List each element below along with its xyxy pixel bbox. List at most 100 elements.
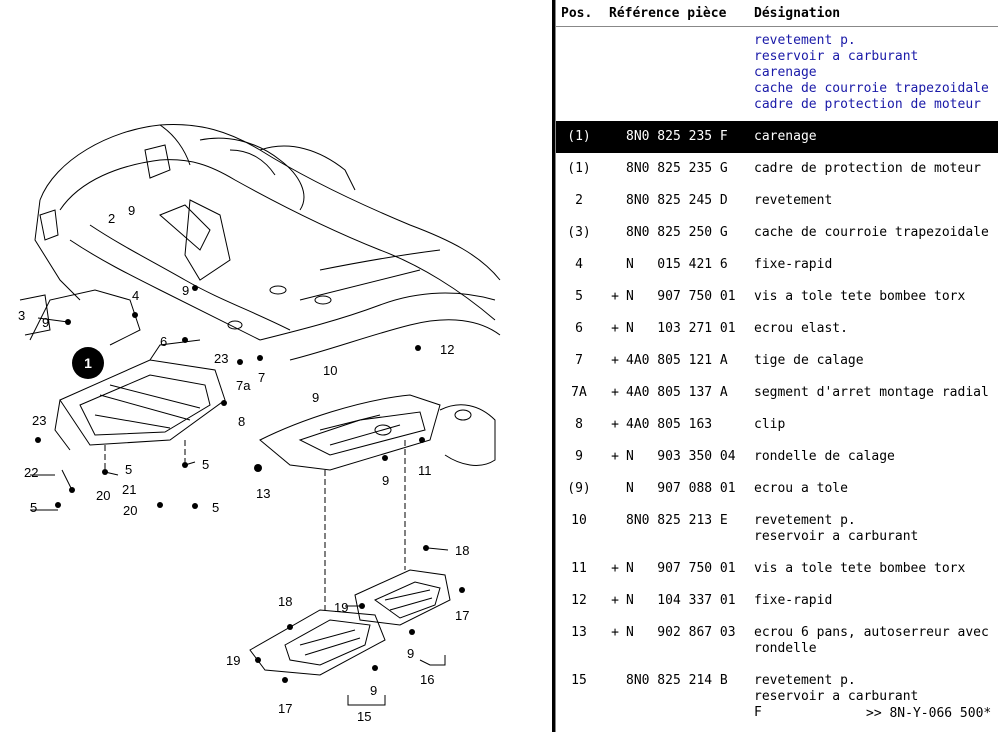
svg-text:16: 16	[420, 672, 434, 687]
part-designation: ecrou elast.	[754, 321, 848, 336]
svg-text:9: 9	[128, 203, 135, 218]
part-pos: 10	[571, 513, 587, 528]
svg-text:20: 20	[123, 503, 137, 518]
part-reference: N 907 750 01	[626, 561, 736, 576]
svg-text:9: 9	[42, 315, 49, 330]
more-link[interactable]: >> 8N-Y-066 500*	[866, 706, 992, 721]
part-flag: +	[611, 289, 619, 304]
svg-text:5: 5	[202, 457, 209, 472]
svg-text:19: 19	[226, 653, 240, 668]
parts-list-pane: Pos. Référence pièce Désignation revetem…	[555, 0, 998, 732]
part-designation: segment d'arret montage radial	[754, 385, 989, 400]
part-flag: +	[611, 385, 619, 400]
part-pos: 13	[571, 625, 587, 640]
svg-text:23: 23	[32, 413, 46, 428]
svg-text:5: 5	[125, 462, 132, 477]
part-reference: 8N0 825 235 G	[626, 161, 728, 176]
car-body-outline	[19, 124, 501, 466]
callout-1-badge	[72, 347, 104, 379]
part-flag: +	[611, 449, 619, 464]
svg-text:15: 15	[357, 709, 371, 724]
svg-text:11: 11	[418, 463, 432, 478]
part-reference: N 104 337 01	[626, 593, 736, 608]
part-designation: rondelle de calage	[754, 449, 895, 464]
exploded-diagram: 1 2 9 9 4 3 9 6 23 7a 7 10 9 12 23 8 22 …	[18, 124, 501, 724]
part-pos: 6	[575, 321, 583, 336]
svg-text:22: 22	[24, 465, 38, 480]
svg-text:12: 12	[440, 342, 454, 357]
assembly-lines	[104, 440, 406, 610]
leader-lines	[30, 317, 449, 706]
part-pos: 11	[571, 561, 587, 576]
header-reference[interactable]: Référence pièce	[609, 6, 727, 21]
part-pos: 4	[575, 257, 583, 272]
part-designation: fixe-rapid	[754, 257, 833, 272]
part-reference: 4A0 805 121 A	[626, 353, 728, 368]
part-designation-line2: reservoir a carburant	[754, 529, 919, 544]
svg-text:21: 21	[122, 482, 136, 497]
part-designation: revetement p.	[754, 513, 856, 528]
part-reference: 4A0 805 163	[626, 417, 713, 432]
part-reference: N 902 867 03	[626, 625, 736, 640]
svg-text:5: 5	[30, 500, 37, 515]
part-row[interactable]: 4 N 015 421 6 fixe-rapid	[556, 249, 998, 281]
part-designation: ecrou a tole	[754, 481, 848, 496]
part-designation-line2: reservoir a carburant	[754, 689, 919, 704]
diagram-drawing: 1 2 9 9 4 3 9 6 23 7a 7 10 9 12 23 8 22 …	[18, 124, 501, 724]
svg-text:9: 9	[382, 473, 389, 488]
part-pos: 12	[571, 593, 587, 608]
parts-list-header: Pos. Référence pièce Désignation	[556, 0, 998, 27]
diagram-labels: 2 9 9 4 3 9 6 23 7a 7 10 9 12 23 8 22 5 …	[18, 203, 469, 724]
part-pos: (1)	[567, 161, 591, 176]
part-reference: 8N0 825 214 B	[626, 673, 728, 688]
header-designation[interactable]: Désignation	[754, 6, 841, 21]
part-reference: 4A0 805 137 A	[626, 385, 728, 400]
svg-text:13: 13	[256, 486, 270, 501]
svg-text:20: 20	[96, 488, 110, 503]
part-reference: N 103 271 01	[626, 321, 736, 336]
part-pos: 7A	[571, 385, 587, 400]
part-designation: clip	[754, 417, 786, 432]
pane-divider[interactable]	[552, 0, 555, 732]
svg-text:9: 9	[182, 283, 189, 298]
part-row[interactable]: 7A +4A0 805 137 A segment d'arret montage …	[556, 377, 998, 409]
part-flag: +	[611, 417, 619, 432]
svg-text:4: 4	[132, 288, 139, 303]
header-pos[interactable]: Pos.	[561, 6, 593, 21]
svg-text:17: 17	[278, 701, 292, 716]
part-designation: ecrou 6 pans, autoserreur avec	[754, 625, 989, 640]
svg-text:9: 9	[370, 683, 377, 698]
part-reference: N 015 421 6	[626, 257, 728, 272]
svg-text:17: 17	[455, 608, 469, 623]
part-reference: N 907 088 01	[626, 481, 736, 496]
part-pos: (3)	[567, 225, 591, 240]
svg-text:6: 6	[160, 334, 167, 349]
svg-text:18: 18	[278, 594, 292, 609]
svg-text:9: 9	[407, 646, 414, 661]
svg-text:7: 7	[258, 370, 265, 385]
svg-text:10: 10	[323, 363, 337, 378]
part-flag: +	[611, 593, 619, 608]
part-reference: 8N0 825 245 D	[626, 193, 728, 208]
part-pos: 2	[575, 193, 583, 208]
svg-text:19: 19	[334, 600, 348, 615]
part-designation: tige de calage	[754, 353, 864, 368]
part-designation: cadre de protection de moteur	[754, 161, 981, 176]
part-row[interactable]: (1) 8N0 825 235 G cadre de protection de m…	[556, 153, 998, 185]
shields-outline	[54, 339, 451, 676]
part-reference: N 903 350 04	[626, 449, 736, 464]
